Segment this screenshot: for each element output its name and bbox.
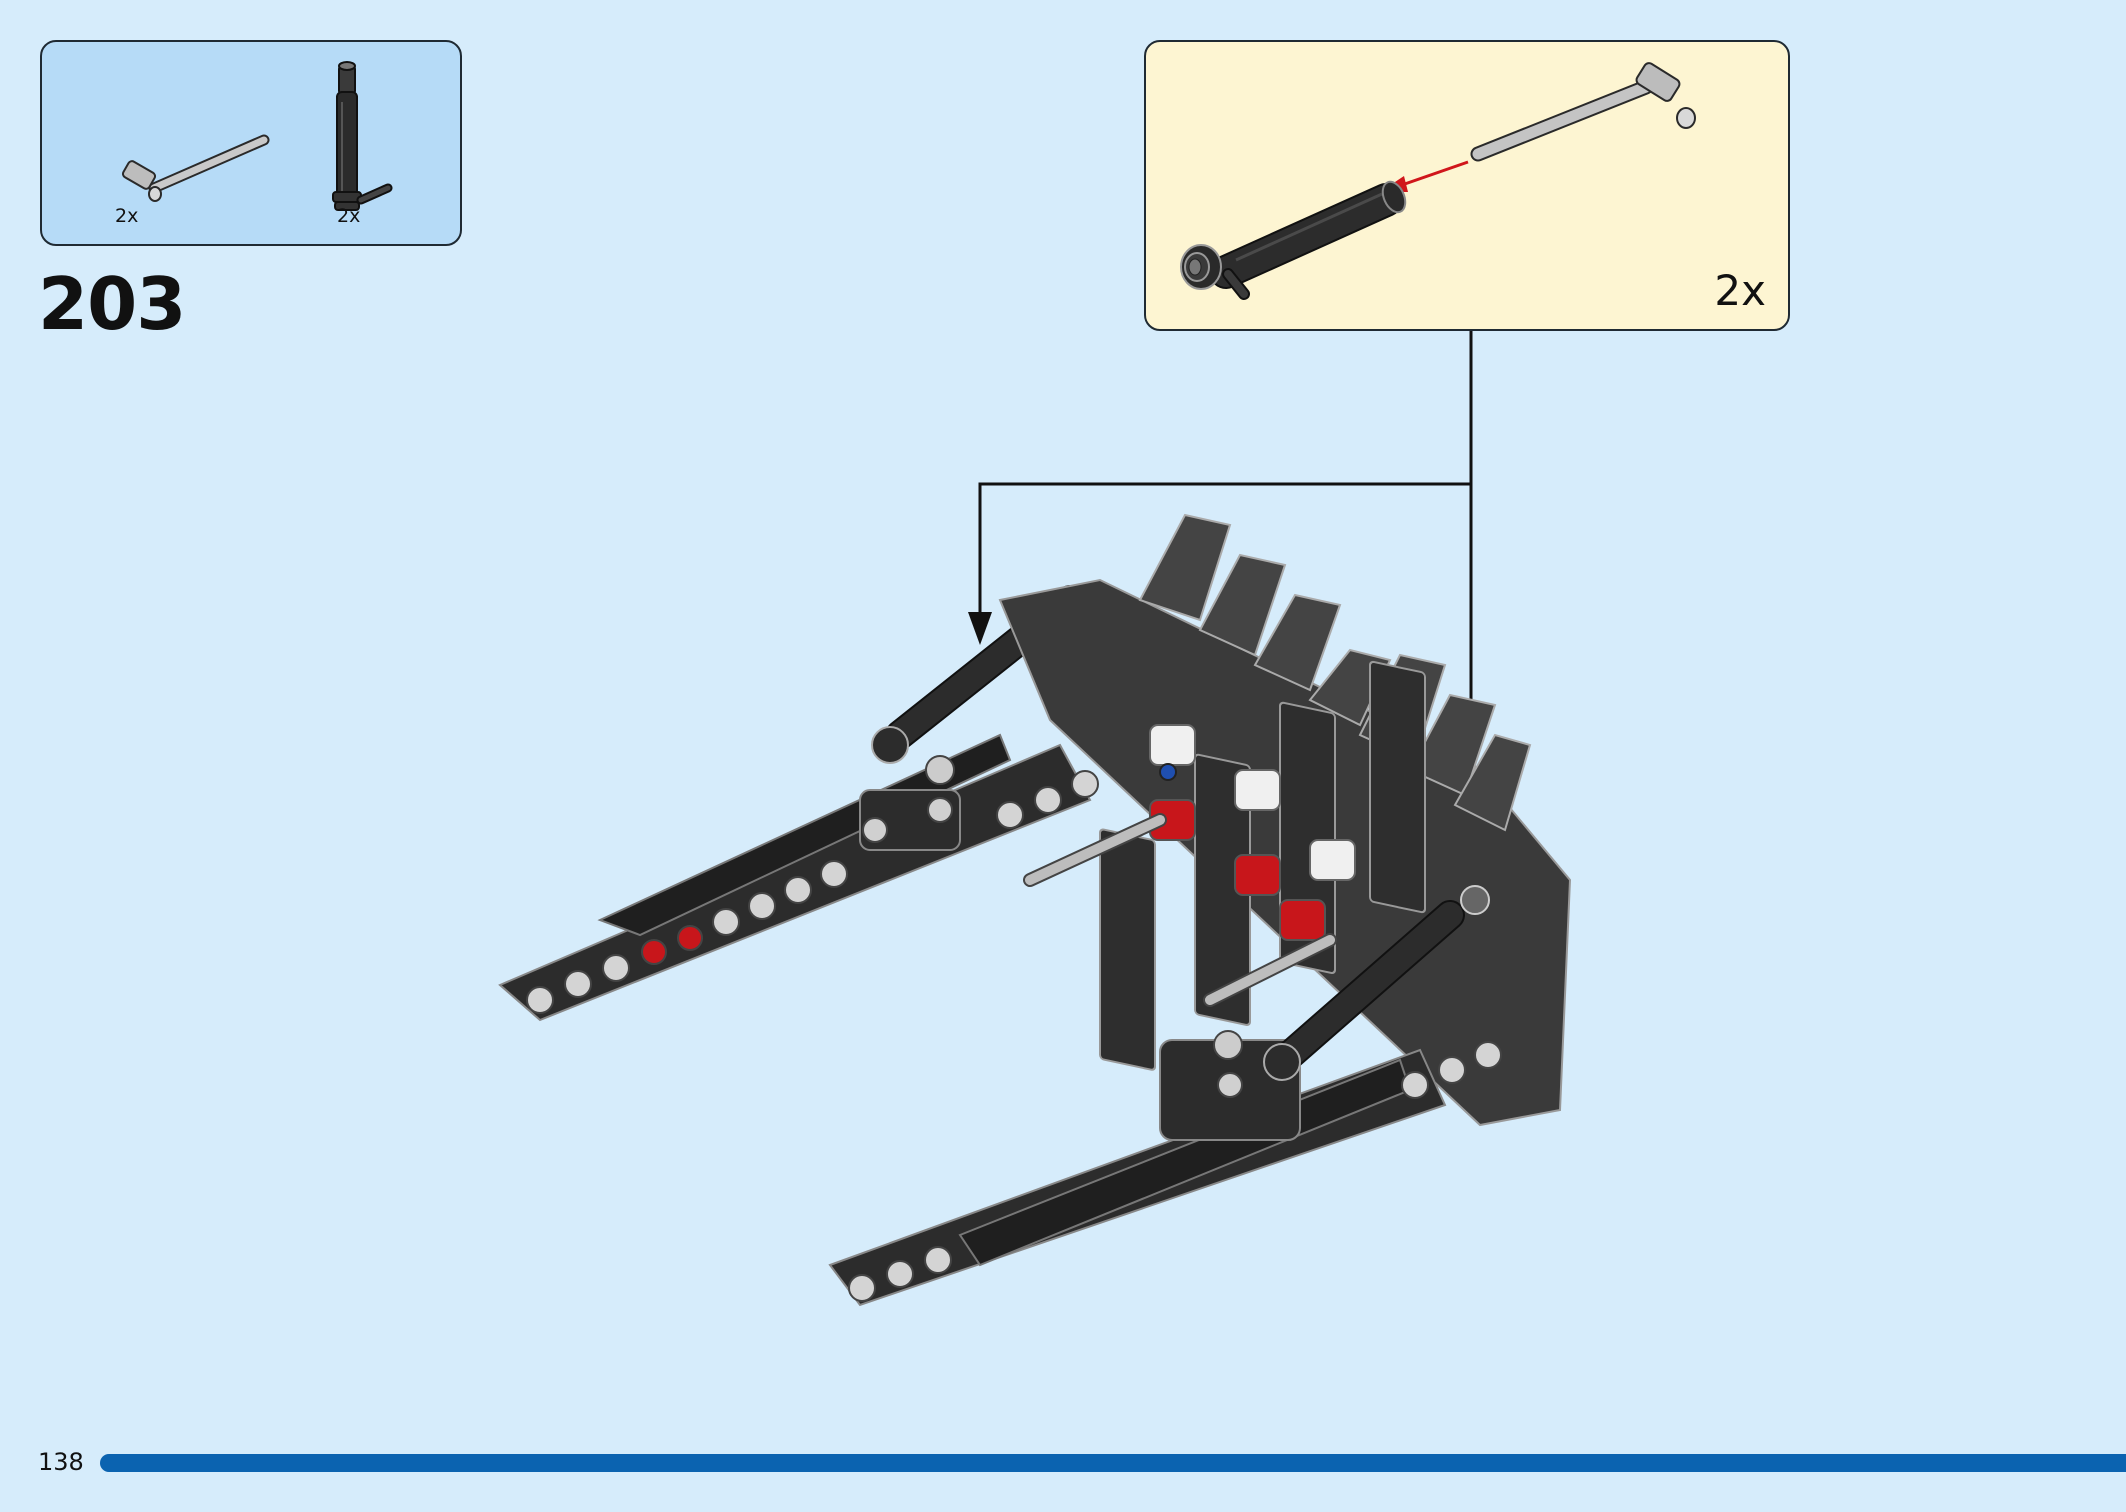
left-arm bbox=[498, 585, 1099, 1022]
parts-list-box: 2x 2x bbox=[40, 40, 462, 246]
progress-bar bbox=[100, 1454, 2126, 1472]
parts-list-illustration bbox=[121, 61, 393, 211]
shock-cylinder-part-icon bbox=[1180, 180, 1407, 300]
assembly-model-icon bbox=[498, 331, 1572, 1307]
part-qty-label: 2x bbox=[337, 205, 361, 227]
axle-part-icon bbox=[121, 134, 270, 202]
sub-assembly-callout: 2x bbox=[1144, 40, 1790, 331]
right-arm bbox=[828, 885, 1502, 1307]
shock-cylinder-part-icon bbox=[332, 61, 393, 211]
part-qty-label: 2x bbox=[115, 205, 139, 227]
central-body bbox=[998, 513, 1572, 1127]
page-number: 138 bbox=[38, 1448, 84, 1476]
step-number: 203 bbox=[38, 262, 186, 346]
sub-assembly-illustration bbox=[1180, 62, 1696, 300]
sub-assembly-qty: 2x bbox=[1714, 266, 1766, 315]
axle-part-icon bbox=[1470, 62, 1696, 162]
progress-bar-fill bbox=[100, 1454, 2126, 1472]
callout-arrow-icon bbox=[968, 612, 992, 645]
